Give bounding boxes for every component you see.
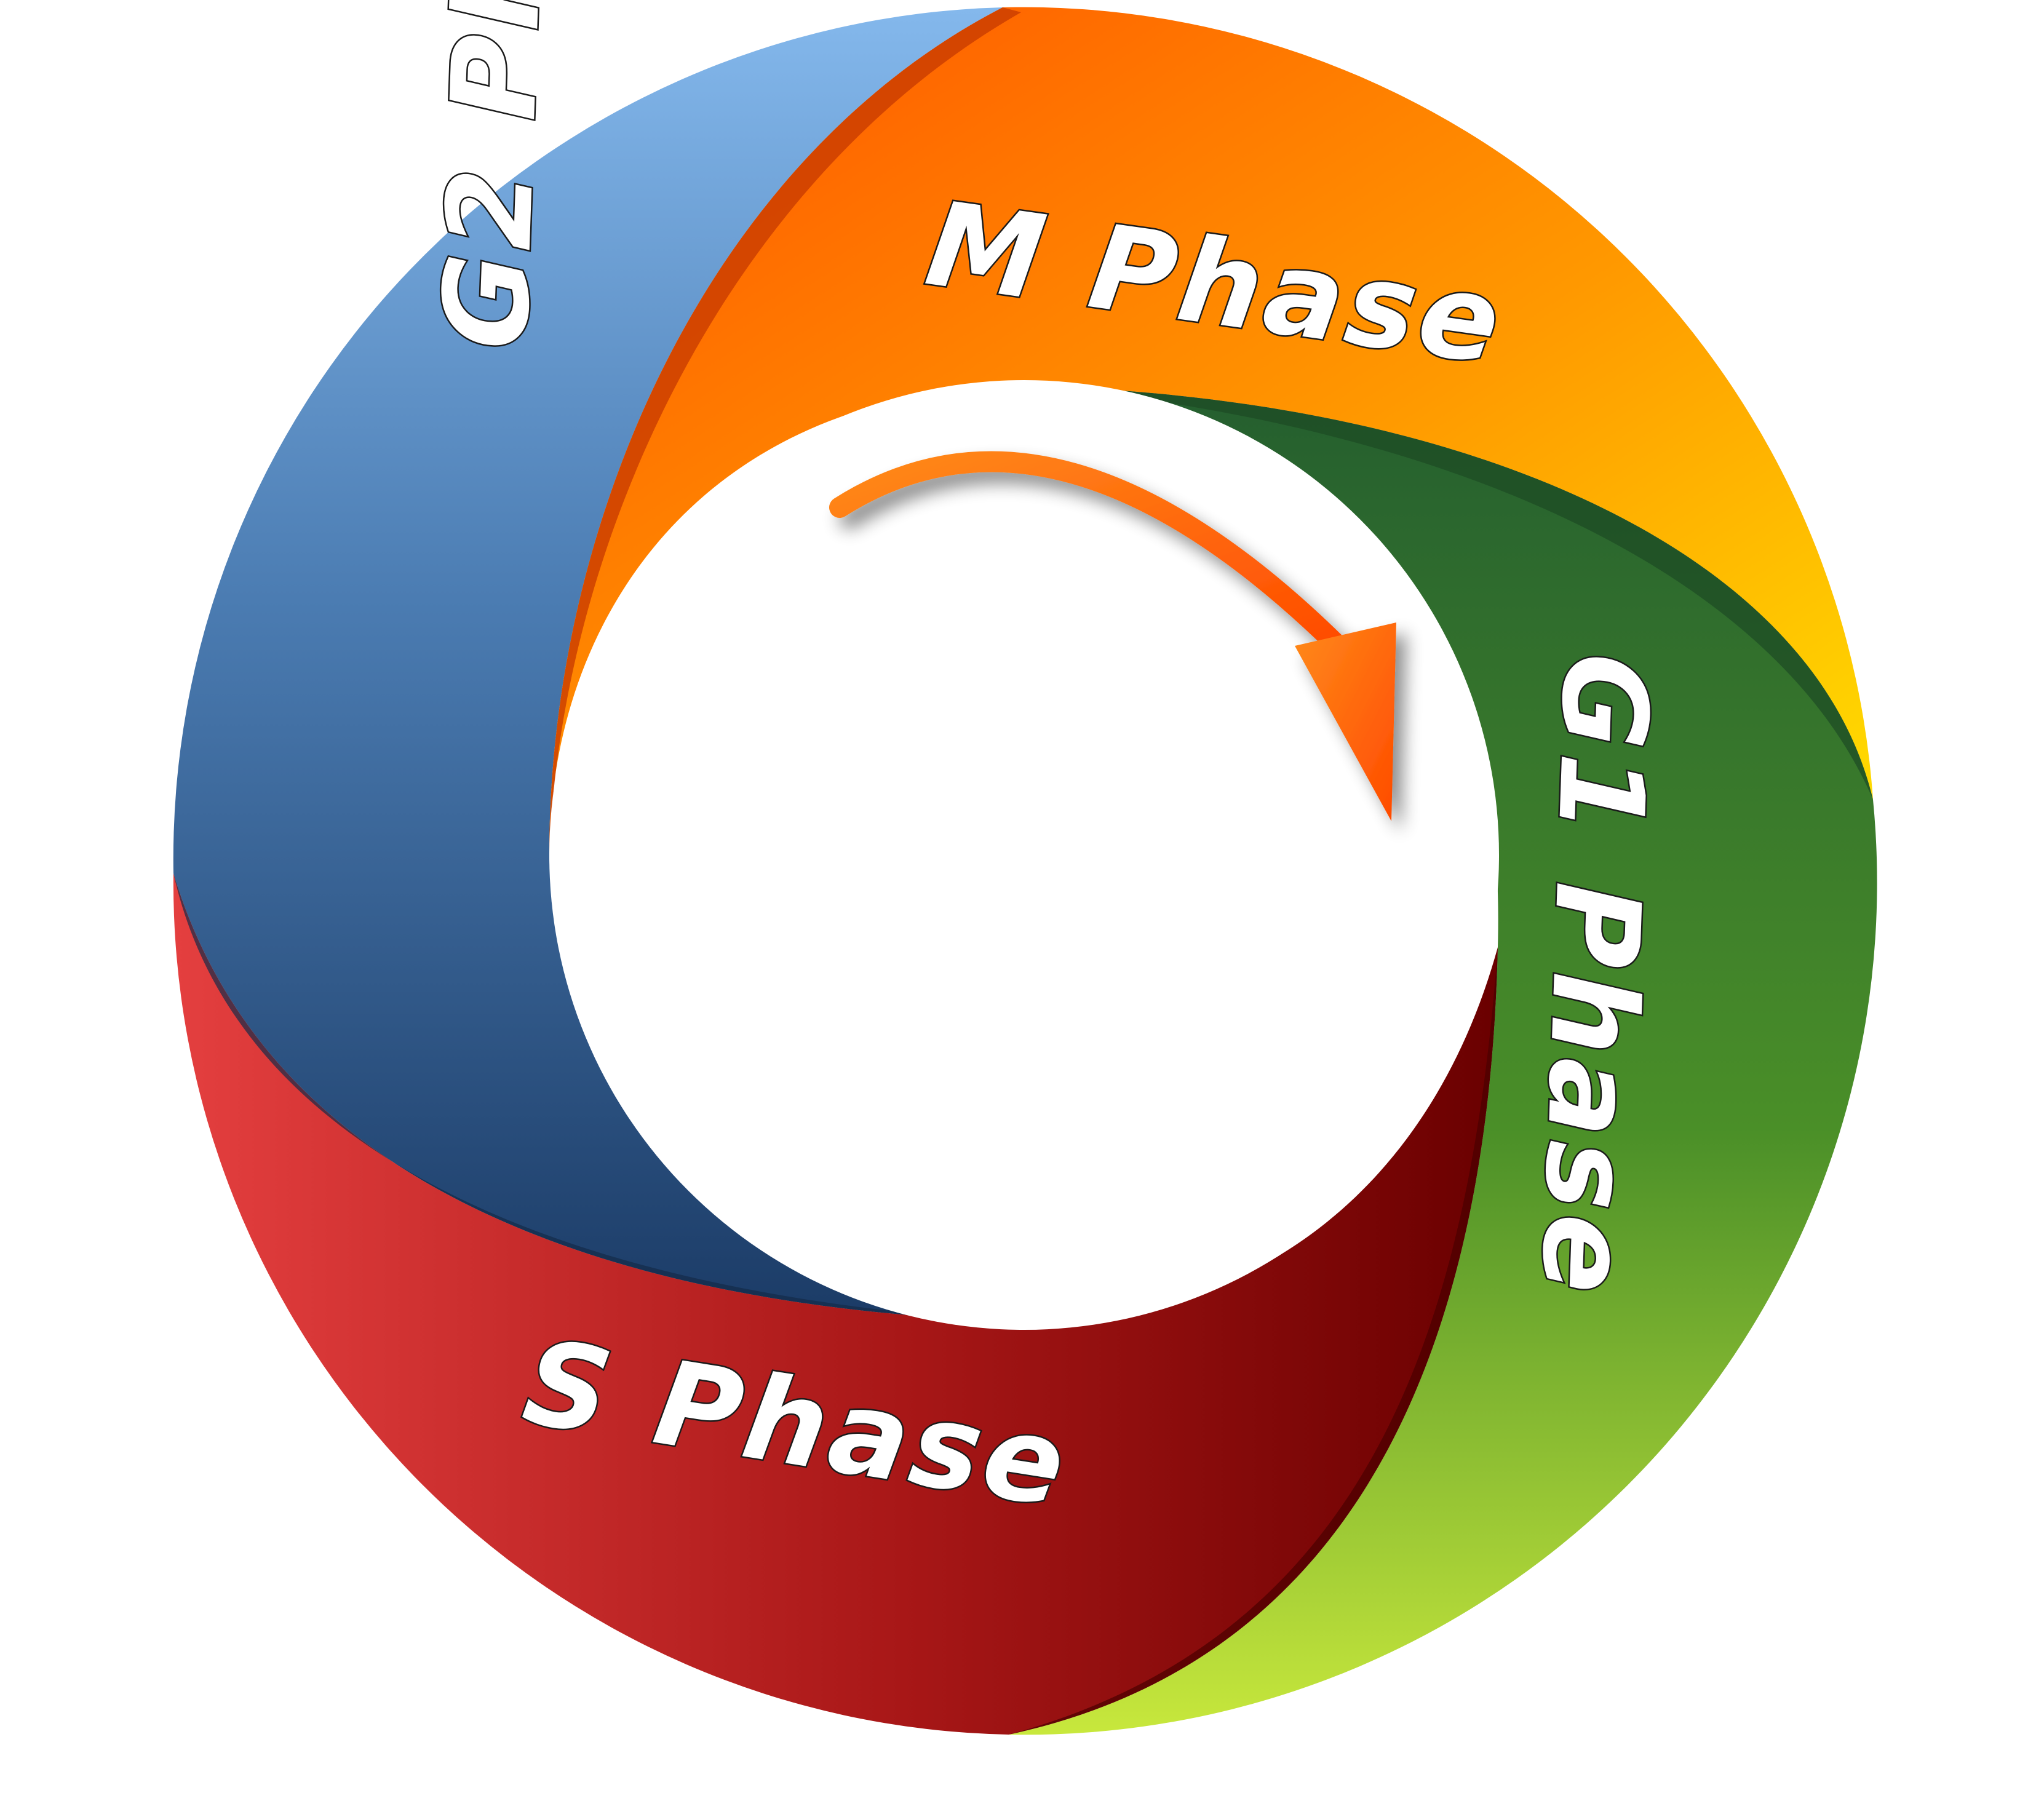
ring <box>173 7 1877 1735</box>
fold-shade-m <box>549 7 1021 855</box>
g2-phase-label: G2 Phase <box>418 0 576 352</box>
m-phase-segment <box>549 7 1873 855</box>
g1-phase-segment <box>1009 386 1877 1735</box>
g2-phase-segment <box>173 7 1009 1321</box>
arrow-head <box>1295 622 1396 821</box>
s-phase-segment <box>173 873 1498 1735</box>
g1-phase-label: G1 Phase <box>1515 651 1673 1299</box>
fold-shade-g1 <box>1040 386 1873 800</box>
center-hole <box>549 380 1499 1330</box>
clockwise-arrow-icon <box>829 451 1396 821</box>
arrow-shaft <box>829 451 1351 659</box>
